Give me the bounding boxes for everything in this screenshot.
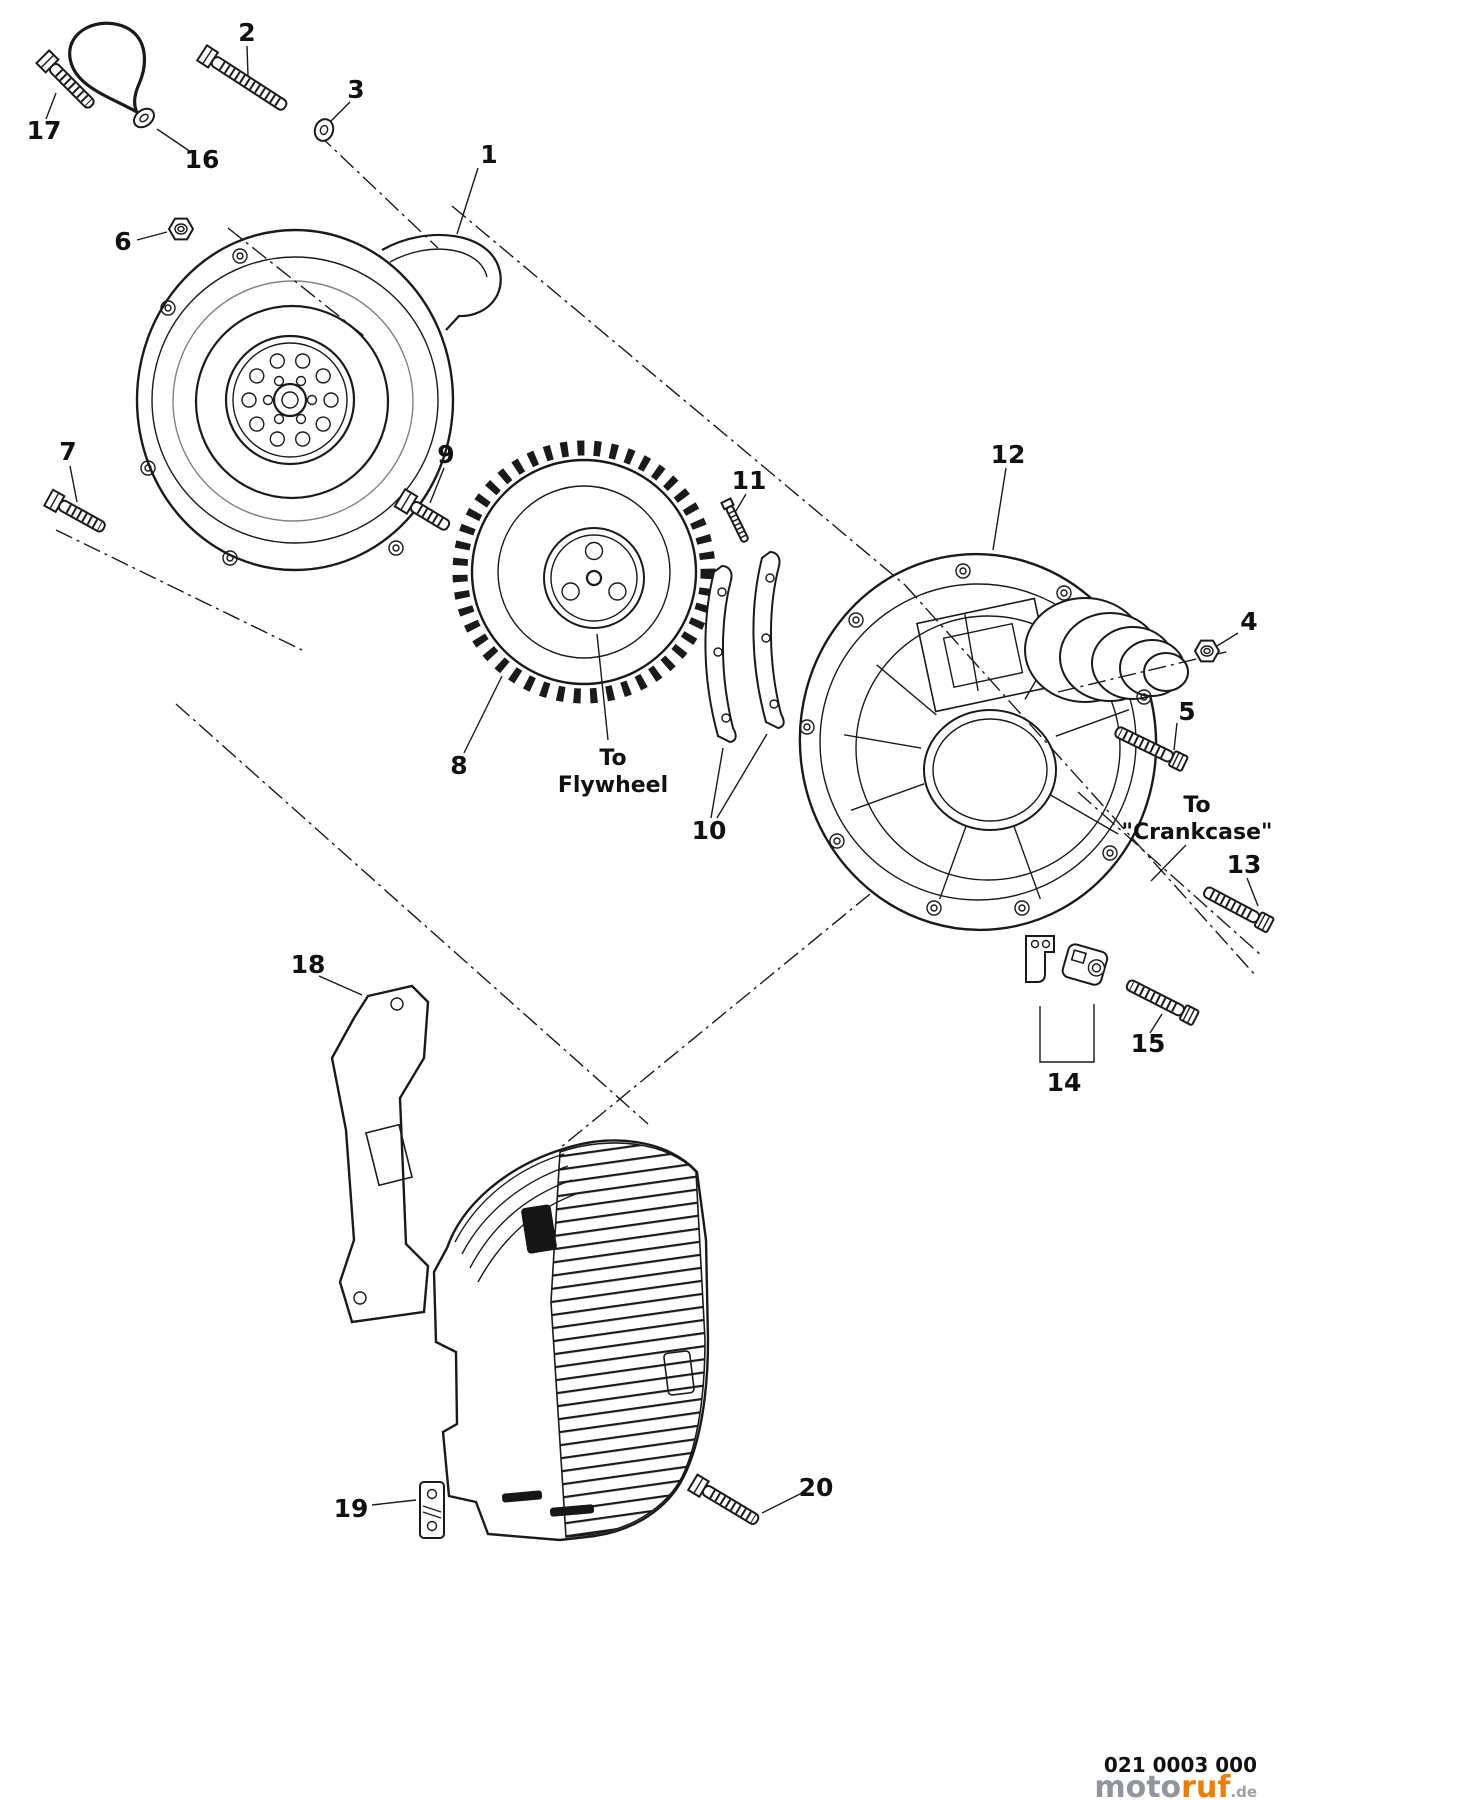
to-crankcase-label-line2: "Crankcase" bbox=[1122, 820, 1273, 845]
retainer-straps bbox=[704, 550, 785, 744]
callout-13: 13 bbox=[1227, 850, 1262, 879]
bolt-5 bbox=[1114, 726, 1189, 772]
callout-10: 10 bbox=[692, 816, 727, 845]
fan-housing bbox=[135, 228, 502, 572]
callouts: 1 2 3 4 5 6 7 8 9 10 11 12 13 14 15 16 1… bbox=[27, 18, 1262, 1523]
bolt-17 bbox=[35, 49, 95, 109]
bolt-7 bbox=[42, 488, 106, 533]
nut-4 bbox=[1193, 639, 1221, 663]
annotations: To Flywheel To "Crankcase" bbox=[558, 746, 1273, 845]
bolt-13 bbox=[1203, 886, 1275, 933]
callout-11: 11 bbox=[732, 466, 767, 495]
bolt-2 bbox=[195, 43, 288, 111]
callout-15: 15 bbox=[1131, 1029, 1166, 1058]
callout-4: 4 bbox=[1240, 607, 1257, 636]
engine-cover bbox=[419, 1139, 710, 1542]
fan-case-ribs bbox=[844, 614, 1130, 900]
mount-bracket bbox=[330, 984, 430, 1324]
watermark-orange-part: ruf bbox=[1181, 1770, 1231, 1800]
flywheel bbox=[452, 440, 716, 704]
watermark-gray-part: moto bbox=[1094, 1770, 1181, 1800]
footer: 021 0003 000 motoruf.de bbox=[1094, 1753, 1257, 1800]
starter-rope-loop bbox=[68, 21, 155, 129]
fan-case bbox=[798, 552, 1189, 932]
housing-mount-tabs bbox=[140, 248, 404, 566]
callout-5: 5 bbox=[1178, 697, 1195, 726]
pin-11 bbox=[720, 497, 749, 543]
watermark-tld: .de bbox=[1230, 1783, 1257, 1800]
callout-2: 2 bbox=[238, 18, 255, 47]
bolt-15 bbox=[1125, 979, 1200, 1026]
callout-14: 14 bbox=[1047, 1068, 1082, 1097]
callout-19: 19 bbox=[334, 1494, 369, 1523]
callout-12: 12 bbox=[991, 440, 1026, 469]
callout-6: 6 bbox=[114, 227, 131, 256]
watermark: motoruf.de bbox=[1094, 1770, 1257, 1800]
callout-16: 16 bbox=[185, 145, 220, 174]
callout-8: 8 bbox=[450, 751, 467, 780]
callout-1: 1 bbox=[480, 140, 497, 169]
to-flywheel-label-line1: To bbox=[599, 746, 626, 771]
washer-3 bbox=[313, 118, 335, 142]
fan-case-tabs bbox=[799, 563, 1152, 916]
callout-20: 20 bbox=[799, 1473, 834, 1502]
cover-latch bbox=[663, 1350, 695, 1396]
callout-18: 18 bbox=[291, 950, 326, 979]
leader-lines bbox=[45, 45, 1259, 1514]
callout-7: 7 bbox=[59, 437, 76, 466]
bolt-9 bbox=[393, 487, 451, 531]
part-code: 021 0003 000 bbox=[1104, 1753, 1257, 1777]
hardware bbox=[35, 21, 1275, 1525]
nut-6 bbox=[167, 217, 195, 241]
cover-vent-slot bbox=[521, 1204, 557, 1254]
callout-9: 9 bbox=[437, 440, 454, 469]
to-crankcase-label-line1: To bbox=[1183, 793, 1210, 818]
callout-3: 3 bbox=[347, 75, 364, 104]
fan-case-outlet bbox=[1024, 597, 1189, 703]
wire-clamp bbox=[1025, 935, 1109, 986]
callout-17: 17 bbox=[27, 116, 62, 145]
bolt-20 bbox=[686, 1473, 760, 1525]
cover-flange bbox=[419, 1481, 445, 1539]
to-flywheel-label-line2: Flywheel bbox=[558, 773, 668, 798]
